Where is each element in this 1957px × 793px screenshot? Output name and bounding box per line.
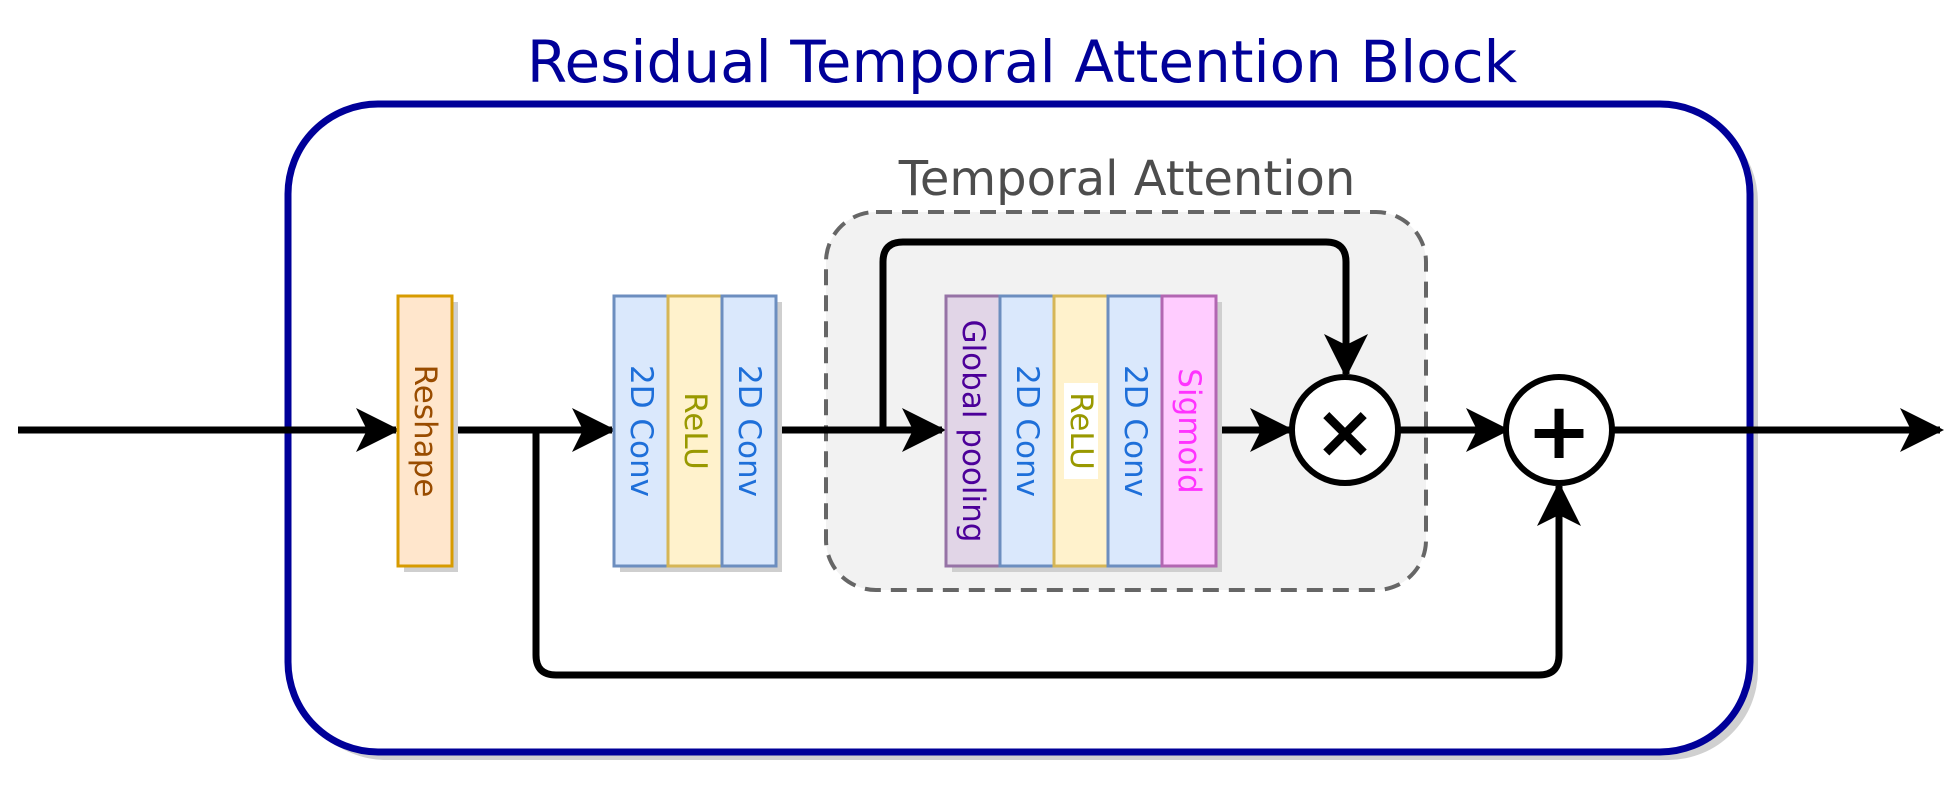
global-pooling-label: Global pooling <box>955 320 991 543</box>
relu2-label: ReLU <box>1063 392 1099 470</box>
relu1-label: ReLU <box>677 392 713 470</box>
reshape-layer: Reshape <box>396 294 458 572</box>
attention-layers: Global pooling 2D Conv ReLU 2D Conv Sigm… <box>944 294 1222 572</box>
diagram-title: Residual Temporal Attention Block <box>527 28 1518 96</box>
multiply-operator: × <box>1289 374 1401 486</box>
conv3-label: 2D Conv <box>1009 365 1045 497</box>
conv1-label: 2D Conv <box>623 365 659 497</box>
connectors <box>18 238 1944 679</box>
add-symbol: + <box>1526 387 1591 477</box>
relu2-label-bg <box>1064 383 1098 479</box>
global-pooling-layer <box>944 294 1002 568</box>
sigmoid-label: Sigmoid <box>1171 368 1207 493</box>
add-operator: + <box>1503 374 1615 486</box>
attention-skip-path <box>879 238 1368 430</box>
residual-skip-path <box>532 430 1581 679</box>
conv4-label: 2D Conv <box>1117 365 1153 497</box>
conv2-layer <box>720 294 778 568</box>
sigmoid-layer <box>1160 294 1218 568</box>
conv-block-1: 2D Conv ReLU 2D Conv <box>612 294 782 572</box>
relu1-layer <box>666 294 724 568</box>
conv3-layer <box>998 294 1056 568</box>
reshape-label: Reshape <box>407 365 443 498</box>
conv1-layer <box>612 294 670 568</box>
temporal-attention-label: Temporal Attention <box>898 151 1356 207</box>
conv4-layer <box>1106 294 1164 568</box>
multiply-symbol: × <box>1314 389 1376 475</box>
conv2-label: 2D Conv <box>731 365 767 497</box>
